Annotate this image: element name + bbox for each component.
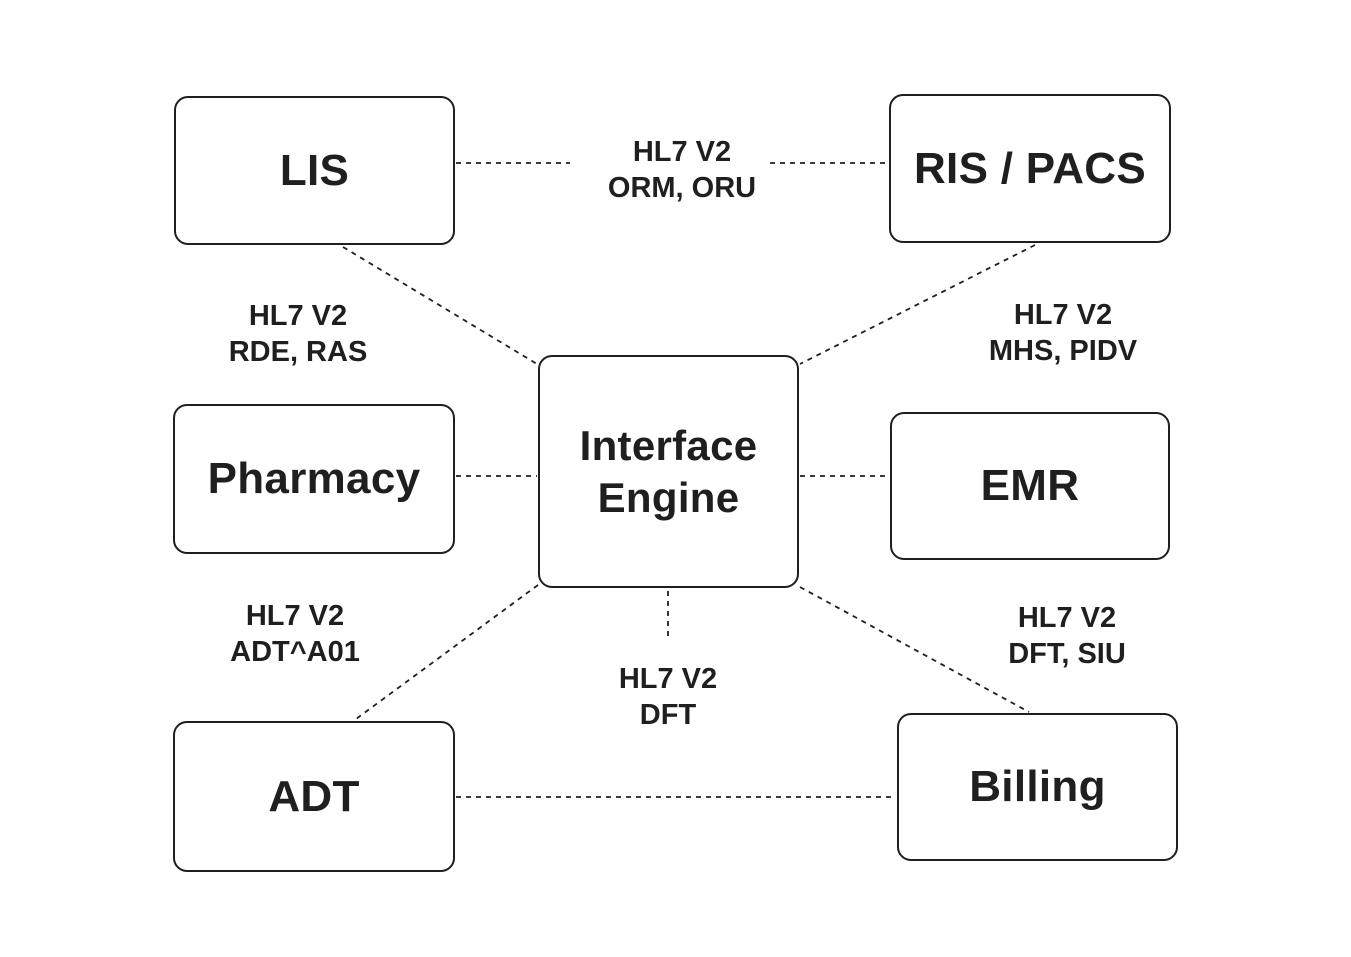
node-pharmacy-label: Pharmacy [207, 454, 421, 504]
edge-label-messages: ADT^A01 [230, 636, 360, 668]
edge-label-protocol: HL7 V2 [248, 300, 348, 332]
node-emr: EMR [890, 412, 1170, 560]
node-billing: Billing [897, 713, 1178, 861]
edge-lis-engine [342, 246, 538, 365]
node-pharmacy: Pharmacy [173, 404, 455, 554]
node-billing-label: Billing [969, 762, 1106, 812]
edge-label-messages: DFT, SIU [1008, 638, 1126, 670]
edge-label-protocol: HL7 V2 [632, 136, 732, 168]
edge-label-messages: MHS, PIDV [988, 335, 1138, 367]
edge-label-engine-billing: HL7 V2 DFT, SIU [1008, 600, 1126, 672]
node-adt-label: ADT [268, 771, 360, 821]
node-ris-pacs: RIS / PACS [889, 94, 1171, 243]
edge-label-engine-dft: HL7 V2 DFT [619, 661, 717, 733]
node-adt: ADT [173, 721, 455, 872]
edge-label-protocol: HL7 V2 [618, 663, 718, 695]
node-lis-label: LIS [279, 145, 350, 195]
edge-engine-adt [355, 584, 539, 720]
edge-engine-billing [799, 586, 1030, 713]
node-interface-engine: Interface Engine [538, 355, 799, 588]
edge-label-protocol: HL7 V2 [1017, 602, 1117, 634]
edge-label-protocol: HL7 V2 [1013, 299, 1113, 331]
node-emr-label: EMR [980, 461, 1080, 511]
node-ris-pacs-label: RIS / PACS [913, 143, 1146, 193]
edge-label-protocol: HL7 V2 [245, 600, 345, 632]
edge-label-rispacs-engine: HL7 V2 MHS, PIDV [989, 297, 1137, 369]
edge-label-lis-engine: HL7 V2 RDE, RAS [229, 298, 368, 370]
edge-label-messages: RDE, RAS [228, 336, 368, 368]
edge-label-adt-engine: HL7 V2 ADT^A01 [230, 598, 360, 670]
node-interface-engine-label: Interface Engine [579, 422, 758, 521]
edge-rispacs-engine [799, 244, 1036, 365]
edge-label-messages: DFT [639, 699, 697, 731]
node-lis: LIS [174, 96, 455, 245]
edge-label-messages: ORM, ORU [607, 172, 757, 204]
edge-label-lis-rispacs: HL7 V2 ORM, ORU [608, 134, 756, 206]
